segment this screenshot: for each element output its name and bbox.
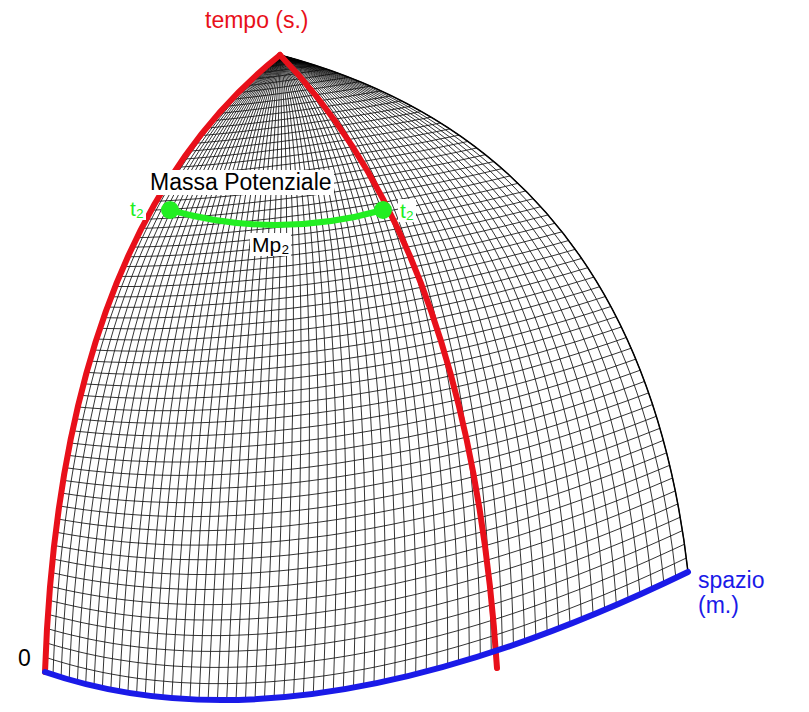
grid-parallel — [194, 112, 421, 144]
time-point — [161, 201, 179, 219]
time-label: t₂ — [398, 199, 416, 222]
grid-parallel — [200, 106, 411, 136]
grid-parallel — [45, 572, 688, 700]
grid-parallel — [53, 465, 670, 574]
grid-meridian — [208, 55, 280, 700]
grid-parallel — [87, 297, 606, 375]
grid-parallel — [46, 558, 687, 684]
grid-parallel — [90, 287, 600, 363]
grid-parallel — [111, 232, 562, 297]
time-point — [374, 201, 392, 219]
grid-parallel — [81, 317, 617, 399]
time-axis — [280, 55, 497, 668]
grid-parallel — [47, 531, 682, 652]
grid-parallel — [61, 405, 653, 503]
mass-arc — [170, 210, 383, 225]
grid-meridian — [280, 55, 559, 629]
grid-parallel — [124, 207, 541, 267]
grid-meridian — [280, 55, 375, 684]
grid-meridian — [280, 55, 628, 600]
grid-meridian — [280, 55, 310, 695]
grid-parallel — [84, 307, 611, 387]
grid-parallel — [97, 268, 588, 340]
grid-parallel — [183, 123, 441, 159]
grid-parallel — [50, 491, 675, 605]
surface-grid — [45, 55, 688, 700]
time-axis — [45, 55, 280, 672]
quantity-label: Mp₂ — [250, 233, 291, 256]
axis-label: tempo (s.) — [205, 8, 309, 33]
origin-label: 0 — [18, 646, 31, 671]
grid-parallel — [56, 440, 664, 545]
grid-parallel — [68, 370, 641, 462]
axis-label: spazio (m.) — [698, 568, 778, 619]
time-label: t₂ — [128, 197, 146, 220]
grid-meridian — [199, 55, 280, 700]
grid-parallel — [46, 544, 684, 667]
grid-meridian — [280, 55, 536, 637]
grid-parallel — [57, 428, 660, 531]
grid-parallel — [78, 327, 622, 411]
grid-parallel — [100, 258, 582, 328]
grid-parallel — [49, 504, 678, 620]
grid-meridian — [45, 55, 280, 672]
grid-parallel — [115, 223, 555, 286]
grid-meridian — [280, 55, 582, 619]
grid-meridian — [280, 55, 395, 679]
octant-edges — [45, 55, 688, 700]
grid-parallel — [51, 478, 672, 590]
grid-parallel — [70, 359, 636, 449]
grid-parallel — [128, 199, 534, 257]
grid-parallel — [132, 191, 526, 247]
grid-parallel — [54, 453, 667, 560]
space-axis — [45, 572, 688, 700]
grid-parallel — [189, 117, 432, 151]
grid-meridian — [128, 55, 280, 693]
grid-parallel — [93, 277, 594, 351]
grid-parallel — [63, 393, 648, 489]
grid-meridian — [280, 55, 437, 669]
grid-meridian — [280, 55, 547, 633]
grid-parallel — [59, 416, 656, 516]
grid-meridian — [69, 55, 280, 680]
quantity-label: Massa Potenziale — [148, 170, 334, 195]
grid-parallel — [107, 241, 568, 308]
grid-parallel — [119, 215, 548, 277]
grid-parallel — [104, 249, 576, 318]
grid-parallel — [65, 381, 644, 475]
grid-parallel — [73, 348, 632, 436]
grid-parallel — [75, 338, 626, 424]
